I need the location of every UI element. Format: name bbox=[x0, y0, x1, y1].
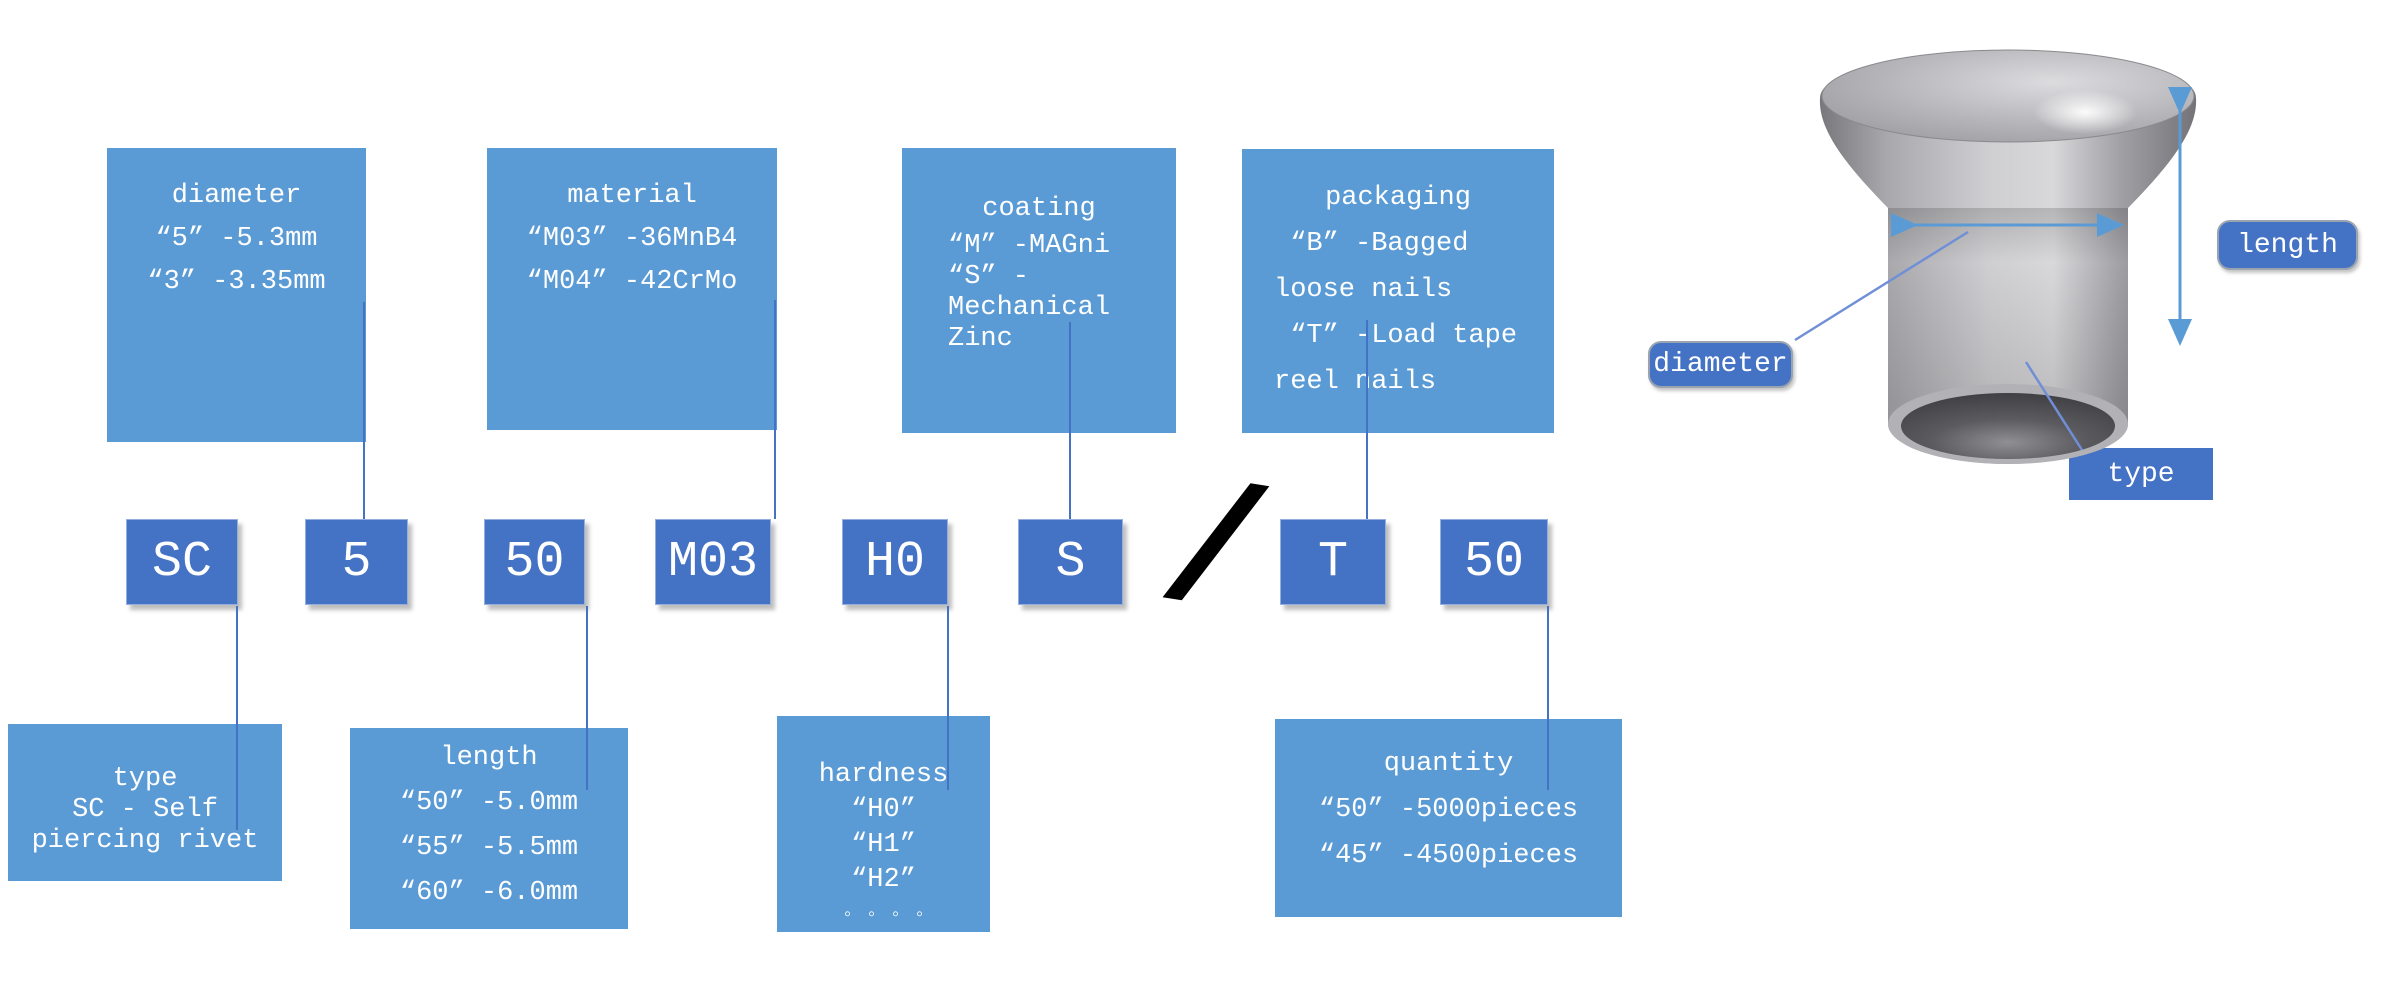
legend-title-type: type bbox=[112, 764, 178, 794]
legend-line: “H1” bbox=[851, 830, 916, 860]
legend-line: “55” -5.5mm bbox=[399, 833, 579, 863]
type-leader-line bbox=[2024, 361, 2084, 451]
legend-line: Mechanical bbox=[948, 293, 1111, 323]
separator-slash: / bbox=[1147, 453, 1280, 662]
rivet-3d-image bbox=[1819, 49, 2197, 464]
code-box-50b: 50 bbox=[1440, 519, 1548, 605]
code-box-t: T bbox=[1280, 519, 1386, 605]
legend-line: “M04” -42CrMo bbox=[526, 267, 738, 297]
legend-line: SC - Self bbox=[72, 795, 218, 825]
legend-box-packaging: packaging “B” -Bagged loose nails “T” -L… bbox=[1242, 149, 1554, 433]
legend-line: reel nails bbox=[1274, 367, 1437, 397]
label-type: type bbox=[2069, 448, 2213, 500]
legend-line: “M” -MAGni bbox=[948, 231, 1111, 261]
code-label: 50 bbox=[504, 533, 565, 591]
legend-box-type: type SC - Self piercing rivet bbox=[8, 724, 282, 881]
legend-box-diameter: diameter “5” -5.3mm “3” -3.35mm bbox=[107, 148, 366, 442]
legend-box-material: material “M03” -36MnB4 “M04” -42CrMo bbox=[487, 148, 777, 430]
code-box-s: S bbox=[1018, 519, 1123, 605]
legend-line: “60” -6.0mm bbox=[399, 878, 579, 908]
code-box-sc: SC bbox=[126, 519, 238, 605]
legend-line: “B” -Bagged bbox=[1274, 229, 1469, 259]
label-diameter: diameter bbox=[1648, 341, 1793, 388]
legend-line: “M03” -36MnB4 bbox=[526, 224, 738, 254]
code-label: 50 bbox=[1463, 533, 1524, 591]
code-label: 5 bbox=[341, 533, 372, 591]
legend-line: “H0” bbox=[851, 795, 916, 825]
legend-line-ellipsis: ◦ ◦ ◦ ◦ bbox=[841, 904, 926, 927]
legend-title-hardness: hardness bbox=[818, 760, 949, 790]
legend-line: Zinc bbox=[948, 324, 1013, 354]
legend-line: “3” -3.35mm bbox=[147, 267, 326, 297]
code-label: M03 bbox=[667, 533, 758, 591]
label-length: length bbox=[2217, 220, 2358, 270]
code-label: SC bbox=[151, 533, 212, 591]
legend-title-material: material bbox=[567, 181, 697, 211]
legend-title-quantity: quantity bbox=[1383, 749, 1514, 779]
code-label: S bbox=[1055, 533, 1086, 591]
legend-line: “50” -5000pieces bbox=[1318, 795, 1579, 825]
legend-title-coating: coating bbox=[982, 194, 1096, 224]
legend-line: “T” -Load tape bbox=[1274, 321, 1518, 351]
code-label: H0 bbox=[864, 533, 925, 591]
legend-box-quantity: quantity “50” -5000pieces “45” -4500piec… bbox=[1275, 719, 1622, 917]
legend-line: loose nails bbox=[1274, 275, 1453, 305]
code-label: T bbox=[1317, 533, 1348, 591]
code-box-5: 5 bbox=[305, 519, 408, 605]
legend-line: piercing rivet bbox=[31, 826, 259, 856]
legend-title-length: length bbox=[440, 743, 538, 773]
legend-line: “50” -5.0mm bbox=[399, 788, 579, 818]
legend-box-coating: coating “M” -MAGni “S” - Mechanical Zinc bbox=[902, 148, 1176, 433]
legend-line: “5” -5.3mm bbox=[155, 224, 318, 254]
legend-box-hardness: hardness “H0” “H1” “H2” ◦ ◦ ◦ ◦ bbox=[777, 716, 990, 932]
code-box-h0: H0 bbox=[842, 519, 948, 605]
diameter-leader-line bbox=[1794, 230, 1969, 342]
legend-box-length: length “50” -5.0mm “55” -5.5mm “60” -6.0… bbox=[350, 728, 628, 929]
legend-title-packaging: packaging bbox=[1325, 183, 1471, 213]
legend-line: “S” - bbox=[948, 262, 1030, 292]
legend-line: “H2” bbox=[851, 865, 916, 895]
code-box-50: 50 bbox=[484, 519, 585, 605]
legend-title-diameter: diameter bbox=[171, 181, 302, 211]
code-box-m03: M03 bbox=[655, 519, 771, 605]
legend-line: “45” -4500pieces bbox=[1318, 841, 1579, 871]
